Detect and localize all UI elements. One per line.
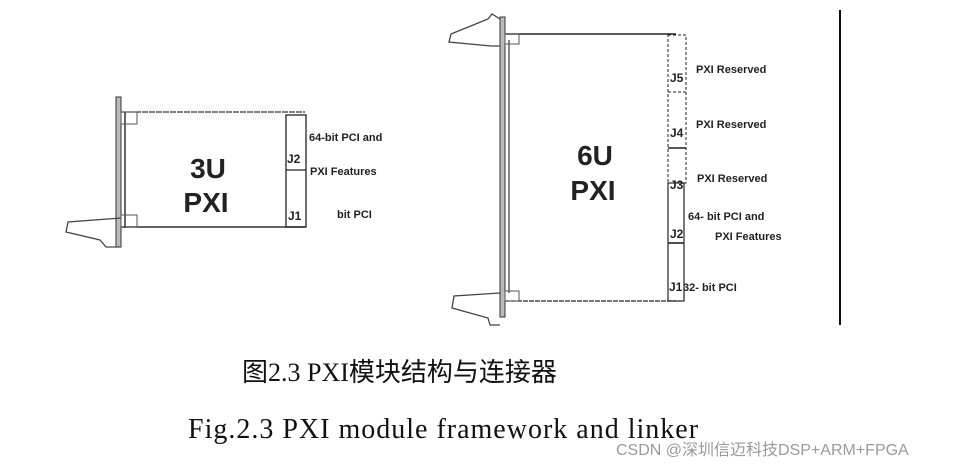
watermark: CSDN @深圳信迈科技DSP+ARM+FPGA [616,442,909,459]
top-standoff-3u [120,111,138,125]
bottom-standoff-6u [504,290,520,302]
connector-6u-j3-id: J3 [670,178,684,192]
connector-3u-j1-label: bit PCI [337,209,372,221]
connector-3u-j2-label-line2: PXI Features [310,166,377,178]
top-standoff-6u [504,33,520,45]
module-6u [448,13,687,326]
connector-6u-j2-label-line1: 64- bit PCI and [688,211,764,223]
bottom-standoff-3u [120,214,138,228]
figure-caption-chinese: 图2.3 PXI模块结构与连接器 [242,358,557,387]
connector-3u-j2-id: J2 [287,152,301,166]
connector-reserved-column-6u [667,34,687,184]
connector-6u-j4-id: J4 [670,126,684,140]
ejector-handle-3u [65,217,122,248]
connector-6u-j1-id: J1 [669,280,683,294]
ejector-handle-bottom-6u [451,292,501,326]
connector-6u-j2-label-line2: PXI Features [715,231,782,243]
module-3u-title-line2: PXI [183,187,228,218]
connector-body-3u [285,114,307,228]
figure-caption-english: Fig.2.3 PXI module framework and linker [188,414,700,445]
module-6u-title-line2: PXI [570,175,615,206]
connector-3u-j1-id: J1 [288,209,302,223]
connector-6u-j5-id: J5 [670,71,684,85]
module-3u [65,96,307,248]
connector-3u-j2-label-line1: 64-bit PCI and [309,132,382,144]
ejector-handle-top-6u [448,13,501,47]
connector-6u-j2-id: J2 [670,227,684,241]
connector-6u-j5-label: PXI Reserved [696,64,766,76]
module-6u-title-line1: 6U [577,140,613,171]
front-panel-6u [499,16,506,318]
connector-6u-j3-label: PXI Reserved [697,173,767,185]
connector-6u-j1-label: 32- bit PCI [683,282,737,294]
connector-pci-column-6u [667,182,685,302]
connector-6u-j4-label: PXI Reserved [696,119,766,131]
module-3u-title-line1: 3U [190,153,226,184]
front-panel-3u [115,96,122,248]
